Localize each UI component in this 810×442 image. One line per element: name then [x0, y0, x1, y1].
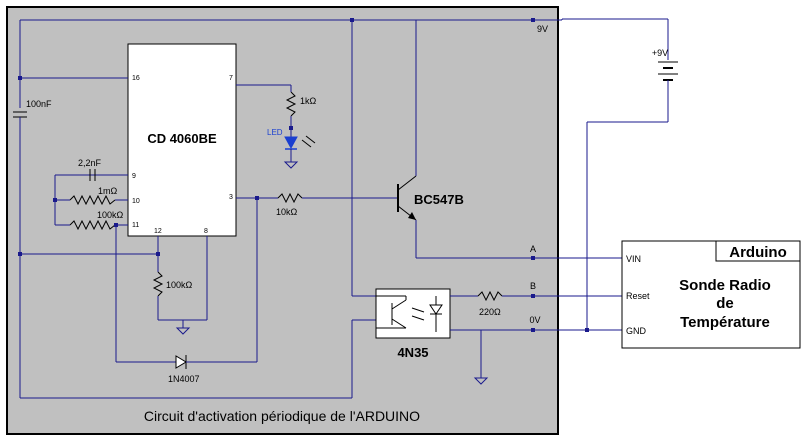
pin-3-label: 3 [229, 194, 233, 201]
arduino-module [621, 240, 801, 349]
pin-12-label: 12 [154, 228, 162, 235]
r-base-value: 10kΩ [276, 207, 298, 217]
optocoupler-4n35 [375, 288, 451, 339]
r-opto-value: 220Ω [479, 307, 501, 317]
arduino-pin-gnd: GND [626, 326, 647, 336]
transistor-bc547b [397, 175, 417, 238]
oscillator-network [53, 169, 128, 231]
line-b [450, 290, 622, 302]
pin-11-label: 11 [132, 222, 139, 229]
battery-label: +9V [652, 48, 668, 58]
pin-7-label: 7 [229, 75, 233, 82]
ic-name: CD 4060BE [147, 131, 217, 146]
output-a-label: A [530, 244, 536, 254]
optocoupler-label: 4N35 [397, 345, 428, 360]
r-led-value: 1kΩ [300, 96, 317, 106]
pin-16-label: 16 [132, 75, 140, 82]
circuit-board [6, 6, 559, 435]
bottom-return [19, 319, 376, 399]
arduino-title-line1: Sonde Radio [679, 277, 771, 294]
battery [562, 18, 678, 332]
led-branch [236, 84, 316, 169]
r-reset-value: 100kΩ [166, 280, 193, 290]
ic-cd4060 [127, 43, 237, 237]
supply-label: 9V [537, 24, 548, 34]
ground-rail [450, 328, 622, 385]
output-b-label: B [530, 281, 536, 291]
arduino-pin-vin: VIN [626, 254, 641, 264]
arduino-pin-reset: Reset [626, 291, 650, 301]
pin-10-label: 10 [132, 198, 140, 205]
transistor-label: BC547B [414, 192, 464, 207]
pin-8-label: 8 [204, 228, 208, 235]
r-1m-value: 1mΩ [98, 186, 118, 196]
arduino-header: Arduino [729, 244, 787, 261]
cap-osc-value: 2,2nF [78, 158, 102, 168]
r-100k-osc-value: 100kΩ [97, 210, 124, 220]
diode-label: 1N4007 [168, 374, 200, 384]
led-icon [284, 136, 298, 150]
cap-supply-value: 100nF [26, 99, 52, 109]
ground-label: 0V [529, 315, 540, 325]
arduino-title-line3: Température [680, 314, 770, 331]
pin-9-label: 9 [132, 173, 136, 180]
led-label: LED [267, 128, 283, 137]
supply-rail [18, 18, 563, 297]
board-caption: Circuit d'activation périodique de l'ARD… [144, 408, 420, 424]
arduino-title-line2: de [716, 295, 734, 312]
reset-network [18, 198, 258, 369]
